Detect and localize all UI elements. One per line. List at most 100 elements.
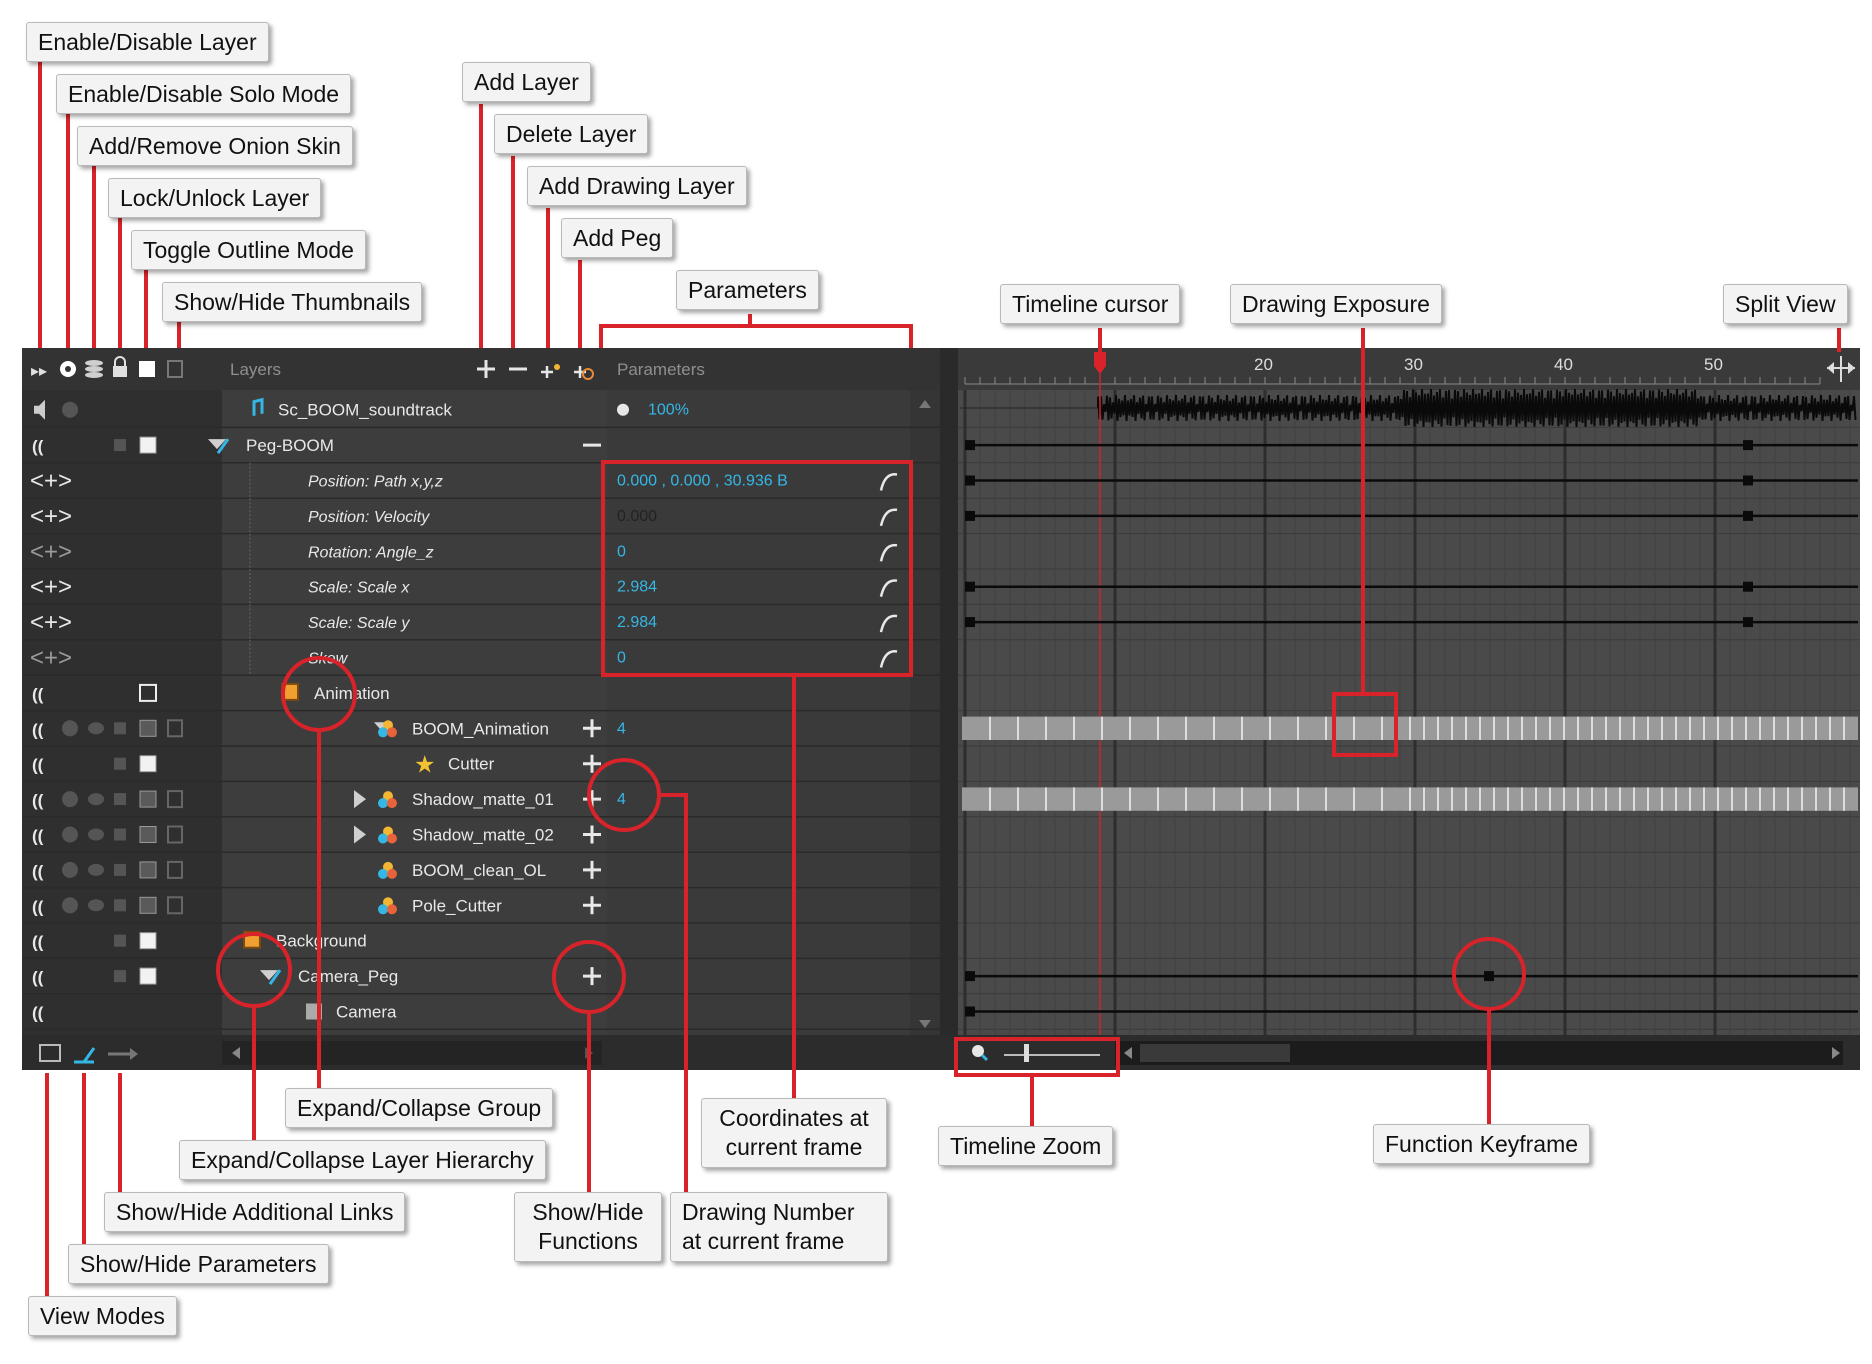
timeline-hscroll-thumb[interactable] <box>1140 1044 1290 1062</box>
enable-toggle-icon[interactable]: (( <box>32 968 44 987</box>
enable-toggle-icon[interactable]: (( <box>32 720 44 739</box>
function-keyframe[interactable] <box>965 510 975 521</box>
parameter-value[interactable]: 0.000 , 0.000 , 30.936 B <box>617 473 788 490</box>
onion-toggle-icon[interactable] <box>88 722 104 735</box>
lock-toggle-icon[interactable] <box>114 439 126 452</box>
lock-toggle-icon[interactable] <box>114 793 126 806</box>
solo-toggle-icon[interactable] <box>62 861 78 878</box>
layer-name[interactable]: Position: Path x,y,z <box>308 474 443 491</box>
function-keyframe[interactable] <box>1743 617 1753 628</box>
onion-toggle-icon[interactable] <box>88 793 104 806</box>
timeline-zoom-handle[interactable] <box>1024 1044 1029 1062</box>
timeline-cursor-handle[interactable] <box>1094 352 1106 374</box>
function-curve-icon[interactable] <box>879 614 898 633</box>
thumbnail-toggle-icon[interactable] <box>167 896 183 915</box>
split-view-icon[interactable] <box>1827 356 1855 382</box>
show-functions-icon[interactable] <box>583 896 601 915</box>
function-keyframe[interactable] <box>965 617 975 628</box>
outline-toggle-icon[interactable] <box>139 719 157 737</box>
solo-toggle-icon[interactable] <box>62 720 78 737</box>
show-functions-icon[interactable] <box>583 825 601 844</box>
timeline-ruler[interactable] <box>958 348 1860 390</box>
function-curve-icon[interactable] <box>879 543 898 562</box>
enable-toggle-icon[interactable]: (( <box>32 862 44 881</box>
nav-keyframe-icon[interactable]: <+> <box>30 574 72 601</box>
enable-toggle-icon[interactable]: (( <box>32 827 44 846</box>
nav-keyframe-icon[interactable]: <+> <box>30 609 72 636</box>
function-keyframe[interactable] <box>1743 510 1753 521</box>
panel-splitter[interactable] <box>940 348 958 1070</box>
lock-toggle-icon[interactable] <box>114 863 126 876</box>
outline-toggle-icon[interactable] <box>139 790 157 808</box>
layer-row[interactable]: (( Background <box>32 930 367 952</box>
solo-toggle-icon[interactable] <box>62 897 78 914</box>
function-keyframe[interactable] <box>1484 971 1494 982</box>
outline-toggle-icon[interactable] <box>139 755 157 773</box>
function-keyframe[interactable] <box>965 581 975 592</box>
layer-name[interactable]: BOOM_clean_OL <box>412 861 546 880</box>
show-functions-icon[interactable] <box>583 719 601 738</box>
enable-toggle-icon[interactable]: (( <box>32 933 44 952</box>
timeline-grid[interactable] <box>958 348 1860 1035</box>
outline-toggle-icon[interactable] <box>139 967 157 985</box>
onion-toggle-icon[interactable] <box>88 863 104 876</box>
layer-row[interactable]: (( Camera_Peg <box>32 967 601 987</box>
enable-toggle-icon[interactable]: (( <box>32 791 44 810</box>
function-keyframe[interactable] <box>965 475 975 486</box>
thumbnail-toggle-icon[interactable] <box>167 719 183 738</box>
function-keyframe[interactable] <box>1743 475 1753 486</box>
nav-keyframe-icon[interactable]: <+> <box>30 538 72 565</box>
nav-keyframe-icon[interactable]: <+> <box>30 645 72 672</box>
layer-name[interactable]: Peg-BOOM <box>246 436 334 455</box>
lock-toggle-icon[interactable] <box>114 757 126 770</box>
outline-toggle-icon[interactable] <box>139 896 157 914</box>
layer-row[interactable]: <+> Position: Path x,y,z 0.000 , 0.000 , 3… <box>30 468 898 495</box>
layer-name[interactable]: Shadow_matte_02 <box>412 826 554 845</box>
timeline-zoom-icon[interactable] <box>972 1045 989 1062</box>
add-drawing-layer-icon[interactable] <box>541 364 560 378</box>
parameter-value[interactable]: 0.000 <box>617 508 657 525</box>
show-functions-icon[interactable] <box>583 967 601 986</box>
layer-name[interactable]: Pole_Cutter <box>412 896 502 915</box>
outline-toggle-icon[interactable] <box>139 861 157 879</box>
collapse-arrow-icon[interactable] <box>354 790 366 809</box>
function-keyframe[interactable] <box>965 1006 975 1017</box>
layer-name[interactable]: Camera_Peg <box>298 967 398 986</box>
enable-layer-icon[interactable]: ▸▸ <box>31 363 47 380</box>
lock-toggle-icon[interactable] <box>114 934 126 947</box>
lock-toggle-icon[interactable] <box>114 722 126 735</box>
enable-toggle-icon[interactable]: (( <box>32 685 44 704</box>
show-functions-icon[interactable] <box>583 860 601 879</box>
onion-skin-icon[interactable] <box>85 360 103 378</box>
enable-toggle-icon[interactable]: (( <box>32 756 44 775</box>
layer-name[interactable]: Scale: Scale x <box>308 580 410 597</box>
nav-keyframe-icon[interactable]: <+> <box>30 468 72 495</box>
parameter-value[interactable]: 2.984 <box>617 614 657 631</box>
layer-name[interactable]: Shadow_matte_01 <box>412 790 554 809</box>
outline-toggle-icon[interactable] <box>139 932 157 950</box>
add-peg-icon[interactable] <box>574 366 594 380</box>
layer-name[interactable]: Background <box>276 932 367 951</box>
layer-row[interactable]: ((★Cutter <box>32 752 601 779</box>
enable-toggle-icon[interactable]: (( <box>32 897 44 916</box>
function-curve-icon[interactable] <box>879 473 898 491</box>
layer-name[interactable]: Cutter <box>448 755 495 774</box>
layer-row[interactable]: (( BOOM_clean_OL <box>32 860 601 881</box>
lock-toggle-icon[interactable] <box>114 970 126 983</box>
layer-name[interactable]: Animation <box>314 684 390 703</box>
outline-mode-icon[interactable] <box>139 361 155 377</box>
function-curve-icon[interactable] <box>879 508 898 527</box>
thumbnail-toggle-icon[interactable] <box>167 790 183 809</box>
layer-name[interactable]: BOOM_Animation <box>412 719 549 738</box>
show-hide-parameters-icon[interactable] <box>74 1047 96 1064</box>
show-functions-icon[interactable] <box>583 754 601 773</box>
lock-toggle-icon[interactable] <box>114 899 126 912</box>
enable-toggle-icon[interactable]: (( <box>32 1004 44 1023</box>
expand-arrow-icon[interactable] <box>208 439 226 450</box>
view-modes-icon[interactable] <box>39 1044 61 1062</box>
function-curve-icon[interactable] <box>879 650 898 668</box>
function-keyframe[interactable] <box>965 971 975 982</box>
